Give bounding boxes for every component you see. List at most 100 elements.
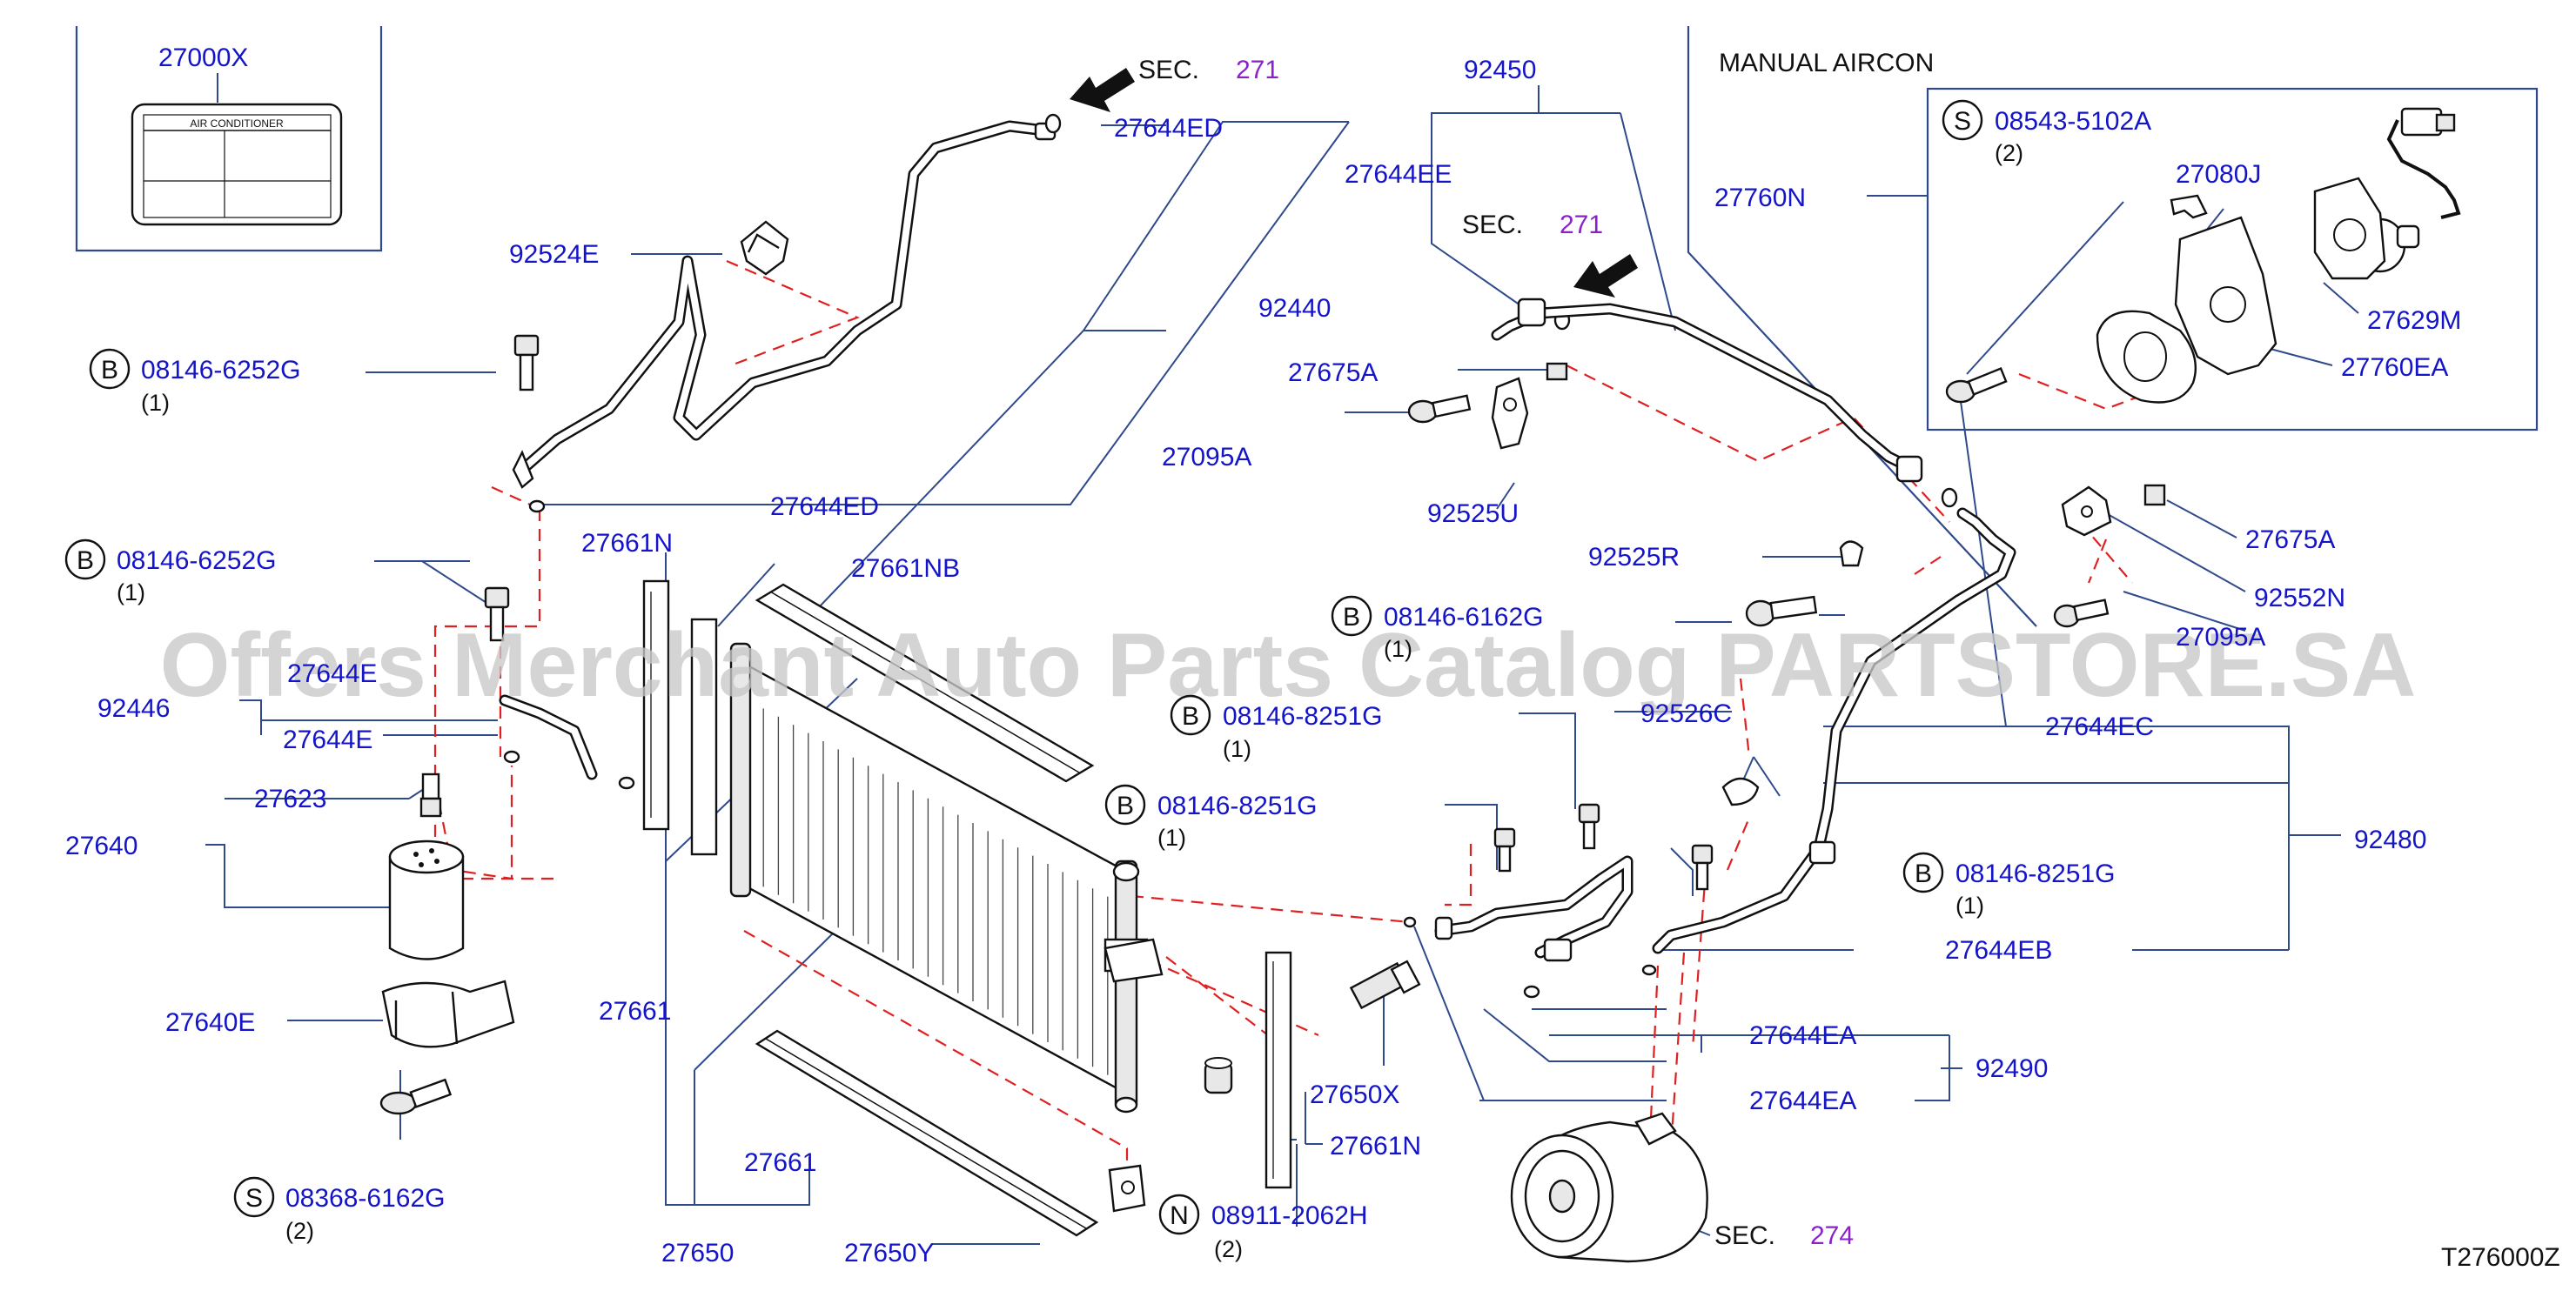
svg-text:08146-8251G: 08146-8251G — [1955, 860, 2116, 888]
bracket-27760ea[interactable] — [2174, 216, 2277, 376]
part-label-27661n-right[interactable]: 27661N — [1330, 1132, 1421, 1161]
bolt-27095a[interactable] — [1407, 394, 1472, 424]
bolt-08146-8251g-c[interactable] — [1691, 844, 1714, 891]
part-label-27675a-upper[interactable]: 27675A — [1288, 358, 1378, 387]
bolt-27095a-right[interactable] — [2053, 599, 2110, 628]
gasket-27760ea[interactable] — [2096, 310, 2197, 404]
part-label-27644ea-upper[interactable]: 27644EA — [1749, 1021, 1856, 1050]
part-label-92446[interactable]: 92446 — [97, 694, 170, 723]
part-label-92525r[interactable]: 92525R — [1588, 543, 1680, 572]
part-label-27650x[interactable]: 27650X — [1310, 1080, 1399, 1109]
low-pressure-pipe-92450[interactable] — [1491, 298, 1923, 483]
part-label-27675a-right[interactable]: 27675A — [2245, 525, 2335, 554]
clip-27675a-right[interactable] — [2143, 484, 2166, 506]
condenser-pipe-bracket[interactable] — [1104, 938, 1164, 983]
condenser-side-seal-27661n-left[interactable] — [642, 579, 670, 831]
bolt-08368-6162g[interactable] — [379, 1078, 453, 1115]
part-label-27760n[interactable]: 27760N — [1714, 184, 1806, 212]
part-label-27644ee[interactable]: 27644EE — [1345, 160, 1452, 189]
bolt-08146-6252g-lower[interactable] — [484, 586, 510, 642]
callout-08146-6162g[interactable]: B 08146-6162G (1) — [1331, 595, 1544, 662]
high-pressure-pipe-92440[interactable] — [512, 120, 1057, 489]
part-label-27650y[interactable]: 27650Y — [844, 1239, 934, 1268]
part-label-27644eb[interactable]: 27644EB — [1945, 936, 2052, 965]
callout-08146-6252g-lower[interactable]: B 08146-6252G (1) — [64, 538, 277, 605]
part-label-27661nb[interactable]: 27661NB — [851, 554, 960, 583]
bolt-08146-6252g-upper[interactable] — [513, 334, 540, 391]
callout-08368-6162g[interactable]: S 08368-6162G (2) — [233, 1176, 446, 1244]
bolt-08146-6162g[interactable] — [1745, 595, 1818, 627]
svg-text:(1): (1) — [1384, 636, 1412, 662]
part-label-92526c[interactable]: 92526C — [1640, 699, 1732, 728]
nut-08911-2062h[interactable] — [1204, 1057, 1233, 1094]
part-label-27080j[interactable]: 27080J — [2176, 160, 2261, 189]
part-label-27644ea-lower[interactable]: 27644EA — [1749, 1087, 1856, 1115]
condenser-bracket-27650y[interactable] — [1108, 1164, 1146, 1213]
sec-ref-274[interactable]: 274 — [1810, 1221, 1854, 1250]
part-label-27661-bottom[interactable]: 27661 — [744, 1148, 816, 1177]
sec-ref-271-mid[interactable]: 271 — [1560, 211, 1603, 239]
pipe-92490[interactable] — [1434, 855, 1633, 962]
part-label-27000x[interactable]: 27000X — [158, 43, 248, 72]
part-label-27650[interactable]: 27650 — [661, 1239, 734, 1268]
part-label-92450[interactable]: 92450 — [1464, 56, 1536, 84]
clamp-92526c[interactable] — [1721, 777, 1760, 806]
pipe-clip-92524e[interactable] — [740, 220, 789, 276]
part-label-27623[interactable]: 27623 — [254, 785, 326, 813]
part-label-27760ea[interactable]: 27760EA — [2341, 353, 2448, 382]
assembly-dash-lines — [433, 259, 2177, 1192]
part-label-92440[interactable]: 92440 — [1258, 294, 1331, 323]
pressure-sensor-27623[interactable] — [419, 773, 442, 818]
receiver-drier-27640[interactable] — [388, 839, 465, 960]
part-label-92490[interactable]: 92490 — [1976, 1054, 2048, 1083]
condenser-side-seal-27661nb-left[interactable] — [690, 618, 718, 856]
callout-08911-2062h[interactable]: N 08911-2062H (2) — [1158, 1194, 1368, 1262]
pressure-switch-27650x[interactable] — [1349, 960, 1421, 1010]
bracket-92525u[interactable] — [1491, 377, 1529, 450]
part-label-92552n[interactable]: 92552N — [2254, 584, 2345, 612]
bolt-08146-8251g-a[interactable] — [1578, 803, 1600, 850]
bracket-92552n[interactable] — [2061, 485, 2112, 537]
diagram-code: T276000Z — [2441, 1243, 2560, 1272]
svg-text:(1): (1) — [1955, 893, 1984, 919]
bolt-08146-8251g-b[interactable] — [1493, 827, 1516, 873]
clip-92525r[interactable] — [1839, 540, 1864, 567]
part-label-27095a-upper[interactable]: 27095A — [1162, 443, 1251, 472]
ac-label-plate[interactable]: AIR CONDITIONER — [131, 103, 343, 226]
compressor-sec-274[interactable] — [1510, 1112, 1708, 1263]
callout-08146-6252g-upper[interactable]: B 08146-6252G (1) — [89, 348, 301, 416]
callout-08146-8251g-b[interactable]: B 08146-8251G (1) — [1104, 784, 1318, 851]
pipe-92446[interactable] — [499, 694, 598, 780]
watermark: Offers Merchant Auto Parts Catalog PARTS… — [160, 615, 2417, 716]
part-label-27644e-upper[interactable]: 27644E — [287, 659, 377, 688]
part-label-92480[interactable]: 92480 — [2354, 826, 2426, 854]
drier-bracket-27640e[interactable] — [381, 980, 515, 1048]
part-label-27661n-top[interactable]: 27661N — [581, 529, 673, 558]
part-label-27644e-lower[interactable]: 27644E — [283, 726, 372, 754]
part-label-27629m[interactable]: 27629M — [2367, 306, 2461, 335]
callout-08146-8251g-a[interactable]: B 08146-8251G (1) — [1170, 694, 1383, 762]
part-label-92525u[interactable]: 92525U — [1427, 499, 1519, 528]
clip-27675a-upper[interactable] — [1546, 362, 1568, 381]
screw-08543-5102a[interactable] — [1945, 367, 2008, 404]
part-label-27644ed-mid[interactable]: 27644ED — [770, 492, 879, 521]
condenser-top-seal-27661nb[interactable] — [755, 583, 1095, 783]
svg-text:08146-8251G: 08146-8251G — [1157, 792, 1318, 820]
part-label-92524e[interactable]: 92524E — [509, 240, 599, 269]
part-label-27644ed-top[interactable]: 27644ED — [1114, 114, 1223, 143]
plate-27760ea[interactable] — [2313, 177, 2386, 280]
sec-ref-271-top[interactable]: 271 — [1236, 56, 1279, 84]
clip-27080j[interactable] — [2170, 194, 2208, 219]
part-label-27640e[interactable]: 27640E — [165, 1008, 255, 1037]
condenser-bottom-seal-27661[interactable] — [755, 1029, 1099, 1237]
callout-08146-8251g-c[interactable]: B 08146-8251G (1) — [1902, 852, 2116, 919]
part-label-27640[interactable]: 27640 — [65, 832, 138, 860]
svg-text:B: B — [1343, 603, 1360, 632]
condenser-side-seal-27661n-right[interactable] — [1265, 951, 1292, 1189]
part-label-27661-left[interactable]: 27661 — [599, 997, 671, 1026]
callout-08543-5102a[interactable]: S 08543-5102A (2) — [1942, 99, 2151, 166]
svg-text:08146-8251G: 08146-8251G — [1223, 702, 1383, 731]
pipe-92480[interactable] — [1652, 507, 2016, 954]
part-label-27644ec[interactable]: 27644EC — [2045, 712, 2154, 741]
part-label-27095a-right[interactable]: 27095A — [2176, 623, 2265, 652]
